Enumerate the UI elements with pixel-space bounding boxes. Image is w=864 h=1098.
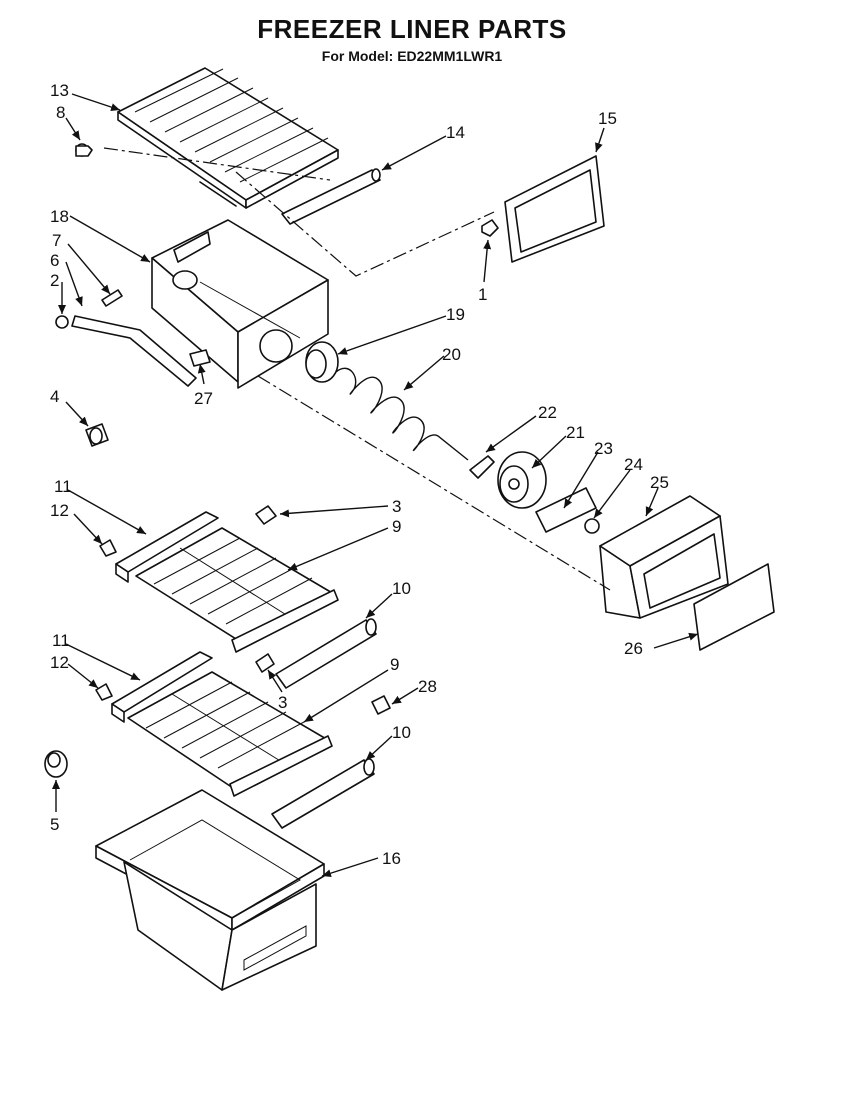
callout-4: 4 <box>50 387 59 406</box>
part-14-tube <box>281 168 381 225</box>
callout-5: 5 <box>50 815 59 834</box>
part-24-nut <box>584 518 600 534</box>
callout-12-upper: 12 <box>50 501 69 520</box>
part-16-basket <box>95 789 325 991</box>
callout-14: 14 <box>446 123 465 142</box>
callout-19: 19 <box>446 305 465 324</box>
callout-13: 13 <box>50 81 69 100</box>
part-27-spring-clip <box>189 349 211 367</box>
part-23-plate <box>535 487 597 533</box>
part-12-lower-clip <box>95 683 113 701</box>
callout-3-upper: 3 <box>392 497 401 516</box>
part-19-coupling <box>305 341 339 383</box>
part-10-upper-tube <box>275 618 377 689</box>
part-1-fastener <box>481 219 499 237</box>
callout-1: 1 <box>478 285 487 304</box>
part-9-lower-shelf <box>127 671 333 797</box>
callout-10-lower: 10 <box>392 723 411 742</box>
callout-labels: 13 8 14 15 18 7 6 2 1 19 20 27 4 22 21 2… <box>50 81 669 868</box>
leader-lines <box>52 93 699 878</box>
part-13-upper-shelf <box>117 67 339 209</box>
part-6-bracket <box>71 315 197 387</box>
part-11-lower-rail <box>111 651 213 723</box>
part-22-blade <box>469 455 495 479</box>
part-15-door-frame <box>504 155 605 263</box>
callout-12-lower: 12 <box>50 653 69 672</box>
callout-10-upper: 10 <box>392 579 411 598</box>
callout-9-lower: 9 <box>390 655 399 674</box>
callout-24: 24 <box>624 455 643 474</box>
part-12-upper-clip <box>99 539 117 557</box>
callout-7: 7 <box>52 231 61 250</box>
part-3-lower-clip <box>255 653 275 673</box>
part-25-chute-housing <box>599 495 729 619</box>
callout-6: 6 <box>50 251 59 270</box>
part-2-nut <box>55 315 69 329</box>
callout-15: 15 <box>598 109 617 128</box>
part-28-fastener <box>371 695 391 715</box>
callout-2: 2 <box>50 271 59 290</box>
part-20-auger <box>335 367 469 461</box>
part-5-knob <box>44 750 68 778</box>
page-title: FREEZER LINER PARTS <box>257 14 567 44</box>
part-10-lower-tube <box>271 758 375 829</box>
callout-20: 20 <box>442 345 461 364</box>
callout-9-upper: 9 <box>392 517 401 536</box>
part-21-crusher <box>497 451 547 509</box>
part-11-upper-rail <box>115 511 219 583</box>
callout-22: 22 <box>538 403 557 422</box>
callout-3-lower: 3 <box>278 693 287 712</box>
callout-11-upper: 11 <box>54 477 72 496</box>
part-8-clip <box>75 143 93 157</box>
center-lines <box>103 147 611 591</box>
callout-21: 21 <box>566 423 585 442</box>
callout-16: 16 <box>382 849 401 868</box>
callout-25: 25 <box>650 473 669 492</box>
callout-23: 23 <box>594 439 613 458</box>
part-9-upper-shelf <box>135 527 339 653</box>
part-18-housing <box>151 219 329 389</box>
callout-11-lower: 11 <box>52 631 70 650</box>
callout-28: 28 <box>418 677 437 696</box>
callout-27: 27 <box>194 389 213 408</box>
callout-8: 8 <box>56 103 65 122</box>
part-3-upper-clip <box>255 505 277 525</box>
callout-18: 18 <box>50 207 69 226</box>
part-4-grommet <box>85 423 109 447</box>
model-subtitle: For Model: ED22MM1LWR1 <box>321 48 503 64</box>
callout-26: 26 <box>624 639 643 658</box>
part-7-screw <box>101 289 123 307</box>
